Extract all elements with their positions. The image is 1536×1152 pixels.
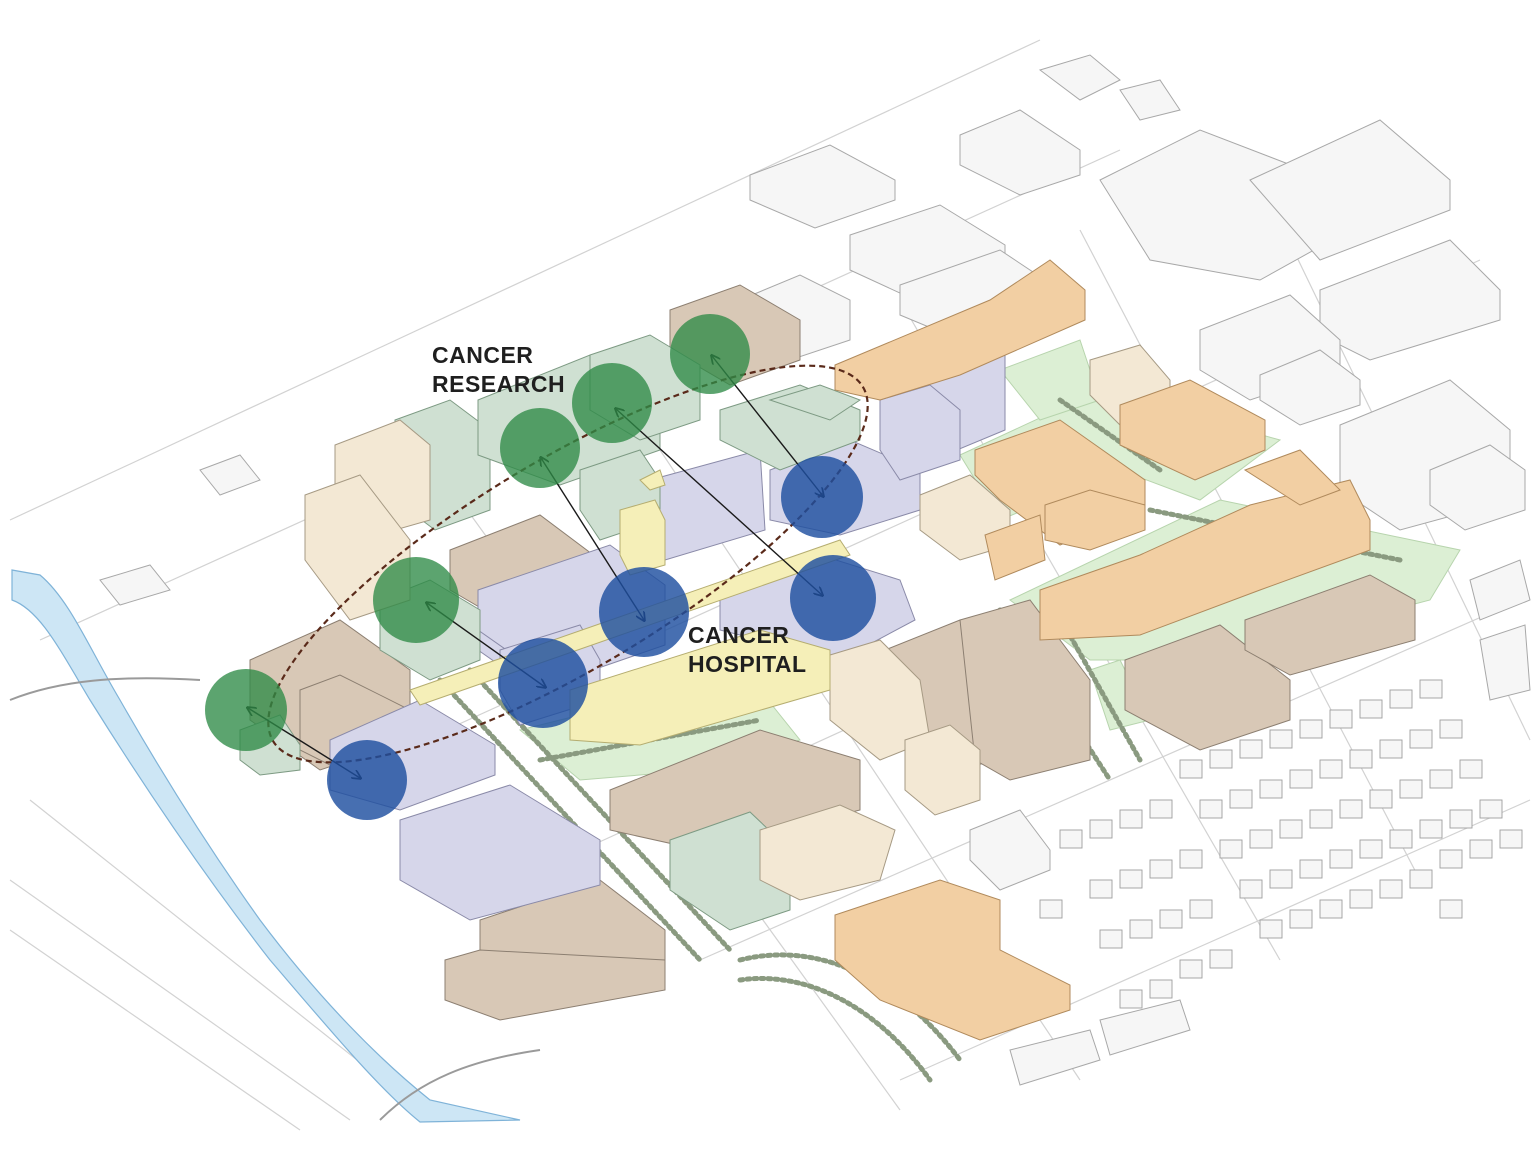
research-zone-circle xyxy=(205,669,287,751)
research-label-line1: CANCER xyxy=(432,342,533,368)
hospital-label-line2: HOSPITAL xyxy=(688,651,807,677)
research-zone-circle xyxy=(373,557,459,643)
river xyxy=(11,569,521,1123)
bridge xyxy=(9,677,201,701)
research-label-line2: RESEARCH xyxy=(432,371,565,397)
hospital-label-line1: CANCER xyxy=(688,622,789,648)
bridge xyxy=(379,1049,541,1121)
hospital-zone-circle xyxy=(790,555,876,641)
hospital-zone-circle xyxy=(599,567,689,657)
research-zone-circle xyxy=(670,314,750,394)
research-zones xyxy=(205,314,750,751)
orange-buildings xyxy=(834,259,1371,1041)
hospital-zone-circle xyxy=(327,740,407,820)
residential-blocks xyxy=(1039,679,1523,1009)
hospital-zones xyxy=(327,456,876,820)
connection-arrow xyxy=(616,409,822,595)
hospital-zone-circle xyxy=(498,638,588,728)
cream-buildings xyxy=(304,344,1171,901)
research-zone-circle xyxy=(572,363,652,443)
hospital-zone-circle xyxy=(781,456,863,538)
surrounding-buildings xyxy=(99,54,1531,1086)
research-zone-circle xyxy=(500,408,580,488)
